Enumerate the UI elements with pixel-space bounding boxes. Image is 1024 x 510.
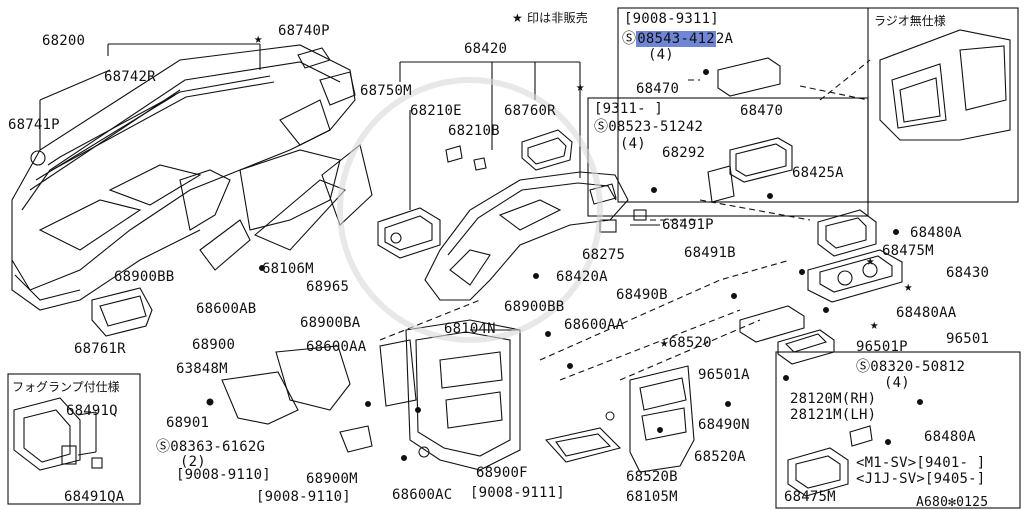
part-68480A-top: 68480A: [910, 225, 962, 241]
part-68480AA: 68480AA: [896, 305, 957, 321]
qty-label: (4): [648, 47, 674, 63]
part-68210B: 68210B: [448, 123, 500, 139]
part-68761R: 68761R: [74, 341, 126, 357]
inset-radio-frame: [617, 7, 1019, 203]
star-96501: ★: [870, 317, 879, 333]
part-68491P: 68491P: [662, 217, 714, 233]
screw-08363-6162G: Ⓢ08363-6162G: [156, 439, 266, 455]
part-68420A: 68420A: [556, 269, 608, 285]
part-68600AB: 68600AB: [196, 301, 257, 317]
qty-label-2: (4): [620, 136, 646, 152]
part-68965: 68965: [306, 279, 350, 295]
part-68900M: 68900M: [306, 471, 358, 487]
part-96501: 96501: [946, 331, 990, 347]
part-68600AA-center: 68600AA: [564, 317, 625, 333]
date-range-9311: [9311- ]: [594, 101, 664, 117]
part-96501P: 96501P: [856, 339, 908, 355]
legend-not-sold: ★ 印は非販売: [512, 11, 588, 25]
part-28121M: 28121M(LH): [790, 407, 877, 423]
part-68491QA: 68491QA: [64, 489, 125, 505]
star-68740P: ★: [254, 31, 263, 47]
part-68490B: 68490B: [616, 287, 668, 303]
screw-highlighted-number: 08543-412: [636, 31, 716, 47]
part-68275: 68275: [582, 247, 626, 263]
part-28120M: 28120M(RH): [790, 391, 877, 407]
diagram-code: A680✻0125: [916, 495, 989, 510]
part-68420: 68420: [464, 41, 508, 57]
screw-08523-51242: Ⓢ08523-51242: [594, 119, 704, 135]
part-68210E: 68210E: [410, 103, 462, 119]
spec-m1-sv: <M1-SV>[9401- ]: [856, 455, 986, 471]
date-range-9008-9111: [9008-9111]: [470, 485, 565, 501]
part-68520: ★68520: [660, 335, 712, 351]
inset-radio-title: ラジオ無仕様: [874, 14, 946, 28]
screw-prefix: Ⓢ: [622, 31, 637, 47]
part-68470-radio: 68470: [636, 81, 680, 97]
part-68490N: 68490N: [698, 417, 750, 433]
part-68292: 68292: [662, 145, 706, 161]
part-68430: 68430: [946, 265, 990, 281]
inset-bottom-right-frame: [775, 351, 1021, 509]
part-68470: 68470: [740, 103, 784, 119]
part-68491Q: 68491Q: [66, 403, 118, 419]
part-68480A-bottom: 68480A: [924, 429, 976, 445]
part-68200: 68200: [42, 33, 86, 49]
part-68750M: 68750M: [360, 83, 412, 99]
part-68900BA: 68900BA: [300, 315, 361, 331]
part-68520A: 68520A: [694, 449, 746, 465]
inset-foglamp-title: フォグランプ付仕様: [12, 380, 120, 394]
screw-08543-4122A: Ⓢ08543-4122A: [622, 31, 734, 47]
part-68425A: 68425A: [792, 165, 844, 181]
screw-suffix: 2A: [715, 31, 734, 47]
part-63848M: 63848M: [176, 361, 228, 377]
part-68760R: 68760R: [504, 103, 556, 119]
part-68900: 68900: [192, 337, 236, 353]
spec-j1j-sv: <J1J-SV>[9405-]: [856, 471, 986, 487]
part-68600AC: 68600AC: [392, 487, 453, 503]
qty-label-4: (2): [180, 454, 206, 470]
date-range-9008-9110-left: [9008-9110]: [176, 467, 271, 483]
star-68430-b: ★: [904, 279, 913, 295]
part-68600AA-left: 68600AA: [306, 339, 367, 355]
part-68900BB-left: 68900BB: [114, 269, 175, 285]
date-range-9008-9311: [9008-9311]: [624, 11, 719, 27]
qty-label-3: (4): [884, 375, 910, 391]
part-68475M-bottom: 68475M: [784, 489, 836, 505]
star-68430-a: ★: [866, 253, 875, 269]
screw-08320-50812: Ⓢ08320-50812: [856, 359, 966, 375]
part-68475M-top: 68475M: [882, 243, 934, 259]
part-68900F: 68900F: [476, 465, 528, 481]
part-68106M: 68106M: [262, 261, 314, 277]
part-68740P: 68740P: [278, 23, 330, 39]
inset-foglamp-frame: [7, 373, 141, 505]
part-96501A: 96501A: [698, 367, 750, 383]
part-68105M: 68105M: [626, 489, 678, 505]
part-68491B: 68491B: [684, 245, 736, 261]
part-68741P: 68741P: [8, 117, 60, 133]
date-range-9008-9110-center: [9008-9110]: [256, 489, 351, 505]
part-68901: 68901: [166, 415, 210, 431]
star-68420: ★: [576, 79, 585, 95]
part-68742R: 68742R: [104, 69, 156, 85]
part-68900BB-center: 68900BB: [504, 299, 565, 315]
part-68520B: 68520B: [626, 469, 678, 485]
part-68104N: 68104N: [444, 321, 496, 337]
